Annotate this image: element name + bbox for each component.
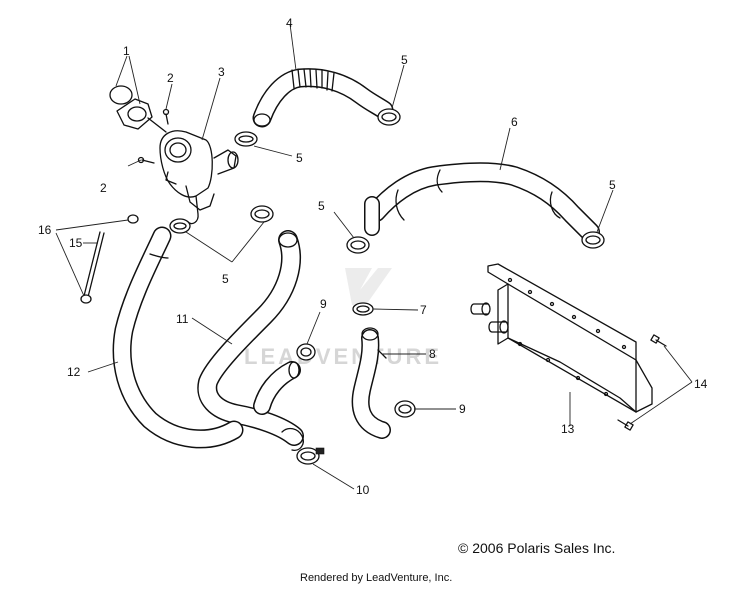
part-14-screw-upper[interactable]: [650, 334, 667, 347]
callout-9-upper: 9: [320, 297, 327, 311]
part-10-clamp[interactable]: [296, 447, 325, 465]
callout-14: 14: [694, 377, 708, 391]
part-11-coolant-hose[interactable]: [197, 230, 304, 451]
part-15-tube[interactable]: [83, 231, 105, 298]
part-12-lower-hose[interactable]: [112, 226, 244, 449]
part-4-upper-hose[interactable]: [252, 68, 394, 128]
callout-7: 7: [420, 303, 427, 317]
part-9-clamp-upper[interactable]: [296, 343, 316, 361]
callout-8: 8: [429, 347, 436, 361]
callout-13: 13: [561, 422, 575, 436]
part-3-thermostat-housing[interactable]: [159, 130, 239, 225]
callout-1: 1: [123, 44, 130, 58]
callout-5-right: 5: [609, 178, 616, 192]
callout-16: 16: [38, 223, 52, 237]
part-7-clamp[interactable]: [352, 302, 374, 316]
callout-4: 4: [286, 16, 293, 30]
watermark-logo: [345, 268, 392, 305]
callout-10: 10: [356, 483, 370, 497]
part-6-radiator-hose[interactable]: [364, 162, 600, 242]
callout-3: 3: [218, 65, 225, 79]
callout-15: 15: [69, 236, 83, 250]
callout-5-top: 5: [401, 53, 408, 67]
part-8-elbow-hose[interactable]: [351, 327, 391, 439]
part-5-clamp-right[interactable]: [581, 231, 605, 249]
part-2-bolt-lower[interactable]: [137, 156, 155, 164]
part-9-clamp-lower[interactable]: [394, 400, 416, 418]
part-1-radiator-cap[interactable]: [109, 85, 167, 133]
callout-12: 12: [67, 365, 81, 379]
copyright-text: © 2006 Polaris Sales Inc.: [458, 540, 616, 556]
part-16-grommet-lower[interactable]: [80, 294, 92, 304]
part-16-grommet-upper[interactable]: [127, 214, 139, 224]
callout-5-housing: 5: [296, 151, 303, 165]
part-2-bolt-upper[interactable]: [162, 108, 170, 125]
callout-2-lower: 2: [100, 181, 107, 195]
callout-2-upper: 2: [167, 71, 174, 85]
leader-lines: [55, 23, 693, 490]
callout-9-lower: 9: [459, 402, 466, 416]
callout-5-center: 5: [318, 199, 325, 213]
callout-6: 6: [511, 115, 518, 129]
callout-11: 11: [176, 312, 189, 326]
part-5-clamp-center[interactable]: [346, 236, 370, 254]
part-14-screw-lower[interactable]: [617, 419, 634, 431]
rendered-by-text: Rendered by LeadVenture, Inc.: [300, 572, 453, 584]
part-5-clamp-top-right[interactable]: [377, 108, 401, 126]
part-5-clamp-lower-pair[interactable]: [169, 205, 274, 234]
part-13-bracket[interactable]: [470, 263, 653, 413]
part-5-clamp-housing[interactable]: [234, 131, 258, 147]
watermark-text: LEADVENTURE: [244, 344, 442, 369]
callout-5-lower: 5: [222, 272, 229, 286]
